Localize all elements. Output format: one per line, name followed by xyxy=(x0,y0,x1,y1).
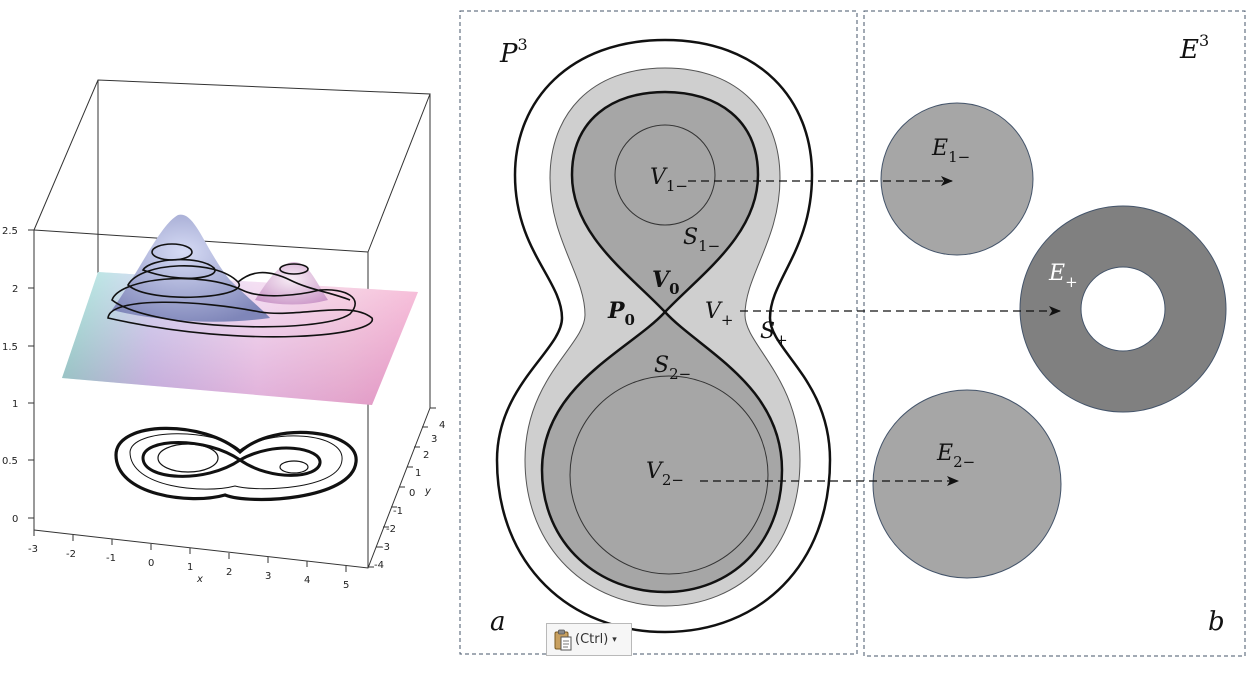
y-tick-label: -4 xyxy=(374,560,384,571)
annulus-e-plus-hole xyxy=(1080,266,1166,352)
y-axis-label: y xyxy=(424,486,432,497)
label-s-plus: S+ xyxy=(760,319,788,349)
x-tick-label: -3 xyxy=(28,544,38,555)
label-e1-minus: E1− xyxy=(931,136,970,166)
x-axis-label: x xyxy=(196,574,203,585)
y-tick-label: 4 xyxy=(439,420,445,431)
label-e-plus: E+ xyxy=(1048,261,1078,291)
x-tick-label: -2 xyxy=(66,549,76,560)
surface-main-peak xyxy=(112,214,270,322)
label-s1-minus: S1− xyxy=(683,225,720,255)
z-tick-label: 0 xyxy=(12,514,18,525)
chevron-down-icon: ▾ xyxy=(612,634,617,645)
y-tick-label: 0 xyxy=(409,488,415,499)
surface-plot-3d: 2.5 2 1.5 1 0.5 0 -3 -2 -1 0 1 2 3 4 5 x xyxy=(2,79,445,591)
paste-options-button[interactable]: (Ctrl) ▾ xyxy=(546,623,632,656)
label-v-plus: V+ xyxy=(705,299,733,329)
x-tick-label: 4 xyxy=(304,575,310,586)
y-tick-label: -1 xyxy=(393,506,403,517)
x-tick-label: 2 xyxy=(226,567,232,578)
z-tick-label: 0.5 xyxy=(2,456,18,467)
label-p0: P0 xyxy=(607,298,635,329)
label-v0: V0 xyxy=(652,267,680,298)
panel-a: P3 V1− S1− V0 P0 V+ S+ S2− V2− a xyxy=(459,10,858,655)
y-tick-label: -3 xyxy=(380,542,390,553)
panel-b-border xyxy=(863,10,1246,657)
x-tick-label: 0 xyxy=(148,558,154,569)
surface-second-peak xyxy=(255,262,328,305)
label-v1-minus: V1− xyxy=(650,165,688,195)
region-s1-lobe xyxy=(570,90,760,314)
inner-circle-v1 xyxy=(614,124,716,226)
z-axis xyxy=(28,229,34,519)
y-tick-label: -2 xyxy=(386,524,396,535)
z-tick-label: 1.5 xyxy=(2,342,18,353)
x-tick-label: 5 xyxy=(343,580,349,591)
inner-circle-v2 xyxy=(569,375,769,575)
z-tick-label: 2.5 xyxy=(2,226,18,237)
x-tick-label: 1 xyxy=(187,562,193,573)
panel-a-title: P3 xyxy=(499,35,528,69)
panel-a-border xyxy=(459,10,858,655)
z-tick-label: 1 xyxy=(12,399,18,410)
panel-b: E3 E1− E+ E2− b xyxy=(863,10,1246,657)
panel-b-title: E3 xyxy=(1179,31,1209,65)
paste-options-label: (Ctrl) xyxy=(575,632,609,647)
mapping-arrows xyxy=(688,176,1061,486)
disk-e1-minus xyxy=(880,102,1034,256)
z-tick-label: 2 xyxy=(12,284,18,295)
x-axis xyxy=(33,530,347,572)
y-tick-label: 1 xyxy=(415,468,421,479)
x-tick-label: -1 xyxy=(106,553,116,564)
y-tick-label: 3 xyxy=(431,434,437,445)
disk-e2-minus xyxy=(872,389,1062,579)
clipboard-icon xyxy=(553,629,573,651)
y-tick-label: 2 xyxy=(423,450,429,461)
surface-contours xyxy=(107,243,373,338)
label-s2-minus: S2− xyxy=(654,353,691,383)
panel-a-corner-label: a xyxy=(490,607,506,637)
label-v2-minus: V2− xyxy=(646,459,684,489)
x-tick-label: 3 xyxy=(265,571,271,582)
region-s2-lobe xyxy=(540,310,784,594)
floor-contours xyxy=(114,426,358,502)
label-e2-minus: E2− xyxy=(936,441,975,471)
y-axis xyxy=(368,407,436,568)
panel-b-corner-label: b xyxy=(1208,607,1225,637)
